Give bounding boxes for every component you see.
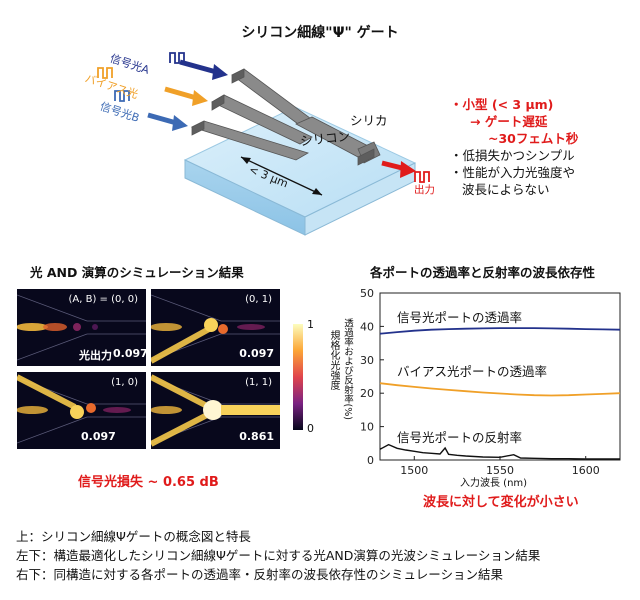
output-label: 出力 <box>414 184 435 196</box>
chart-title: 各ポートの透過率と反射率の波長依存性 <box>370 265 596 280</box>
x-axis-label: 入力波長 (nm) <box>460 478 528 489</box>
sim-panel-11-value: 0.861 <box>239 430 274 443</box>
dimension-arrow-line <box>240 156 323 196</box>
sim-panel-10: (1, 0) 0.097 <box>17 372 146 449</box>
loss-note: 信号光損失 ~ 0.65 dB <box>78 475 219 490</box>
output-arrow-head <box>400 161 416 178</box>
colorbar-min: 0 <box>307 422 314 435</box>
sim-panel-00-value: 0.097 <box>113 347 146 360</box>
silicon-waveguide <box>190 68 381 166</box>
sim-panel-01-label: (0, 1) <box>245 294 272 305</box>
sim-panel-00: (A, B) = (0, 0) 光出力 0.097 <box>17 289 146 366</box>
y-tick-label: 0 <box>367 454 374 467</box>
dimension-arrow-head-left <box>241 157 251 164</box>
colorbar-max: 1 <box>307 318 314 331</box>
y-tick-label: 20 <box>360 387 374 400</box>
wavelength-chart: 0 10 20 30 40 50 1500 1550 1600 <box>360 287 621 477</box>
sim-panel-11: (1, 1) 0.861 <box>151 372 280 449</box>
colorbar <box>293 324 303 430</box>
x-tick-label: 1550 <box>486 464 514 477</box>
y-tick-label: 50 <box>360 287 374 300</box>
feature-loss: ・低損失かつシンプル <box>450 148 575 163</box>
caption-top: 上：シリコン細線Ψゲートの概念図と特長 <box>16 529 251 544</box>
feature-performance: ・性能が入力光強度や <box>450 165 576 180</box>
legend-series-2: 信号光ポートの反射率 <box>397 430 523 445</box>
pulse-icon-a <box>169 52 185 64</box>
caption-block: 上：シリコン細線Ψゲートの概念図と特長 左下：構造最適化したシリコン細線Ψゲート… <box>16 527 540 584</box>
output-pulse-icon <box>414 171 430 183</box>
sim-panel-00-label: (A, B) = (0, 0) <box>68 294 138 305</box>
feature-size: ・小型 (< 3 μm) <box>450 97 554 112</box>
feature-performance-cont: 波長によらない <box>462 182 550 197</box>
sim-panel-11-label: (1, 1) <box>245 377 272 388</box>
x-tick-label: 1500 <box>400 464 428 477</box>
y-tick-label: 10 <box>360 421 374 434</box>
sim-panel-10-label: (1, 0) <box>111 377 138 388</box>
y-tick-label: 30 <box>360 354 374 367</box>
device-illustration <box>97 52 430 236</box>
sim-panel-10-value: 0.097 <box>81 430 116 443</box>
legend-series-0: 信号光ポートの透過率 <box>397 310 523 325</box>
simulation-title: 光 AND 演算のシミュレーション結果 <box>30 265 244 280</box>
sim-panel-01-value: 0.097 <box>239 347 274 360</box>
colorbar-label: 規格化光強度 <box>328 330 339 390</box>
y-axis-label: 透過率および反射率(%) <box>342 318 353 420</box>
y-tick-label: 40 <box>360 320 374 333</box>
chart-series <box>379 327 621 460</box>
pulse-icon-bias <box>97 67 113 79</box>
chart-ticks: 0 10 20 30 40 50 1500 1550 1600 <box>360 287 600 477</box>
caption-bottom-right: 右下：同構造に対する各ポートの透過率・反射率の波長依存性のシミュレーション結果 <box>16 567 504 582</box>
dimension-arrow-head-right <box>312 188 322 195</box>
silica-label: シリカ <box>350 113 388 128</box>
input-arrows <box>147 59 228 131</box>
caption-bottom-left: 左下：構造最適化したシリコン細線Ψゲートに対する光AND演算の光波シミュレーショ… <box>16 548 541 563</box>
series-line-2 <box>379 443 620 460</box>
series-line-0 <box>379 327 621 335</box>
x-tick-label: 1600 <box>572 464 600 477</box>
feature-list: ・小型 (< 3 μm) → ゲート遅延 ~30フェムト秒 ・低損失かつシンプル… <box>450 96 578 198</box>
pulse-icon-b <box>114 90 130 102</box>
figure-title: シリコン細線"Ψ" ゲート <box>241 25 399 41</box>
feature-delay-value: ~30フェムト秒 <box>488 131 579 146</box>
feature-delay: → ゲート遅延 <box>470 114 548 129</box>
chart-note: 波長に対して変化が小さい <box>423 495 579 510</box>
series-line-1 <box>379 382 621 397</box>
sim-panel-01: (0, 1) 0.097 <box>151 289 280 366</box>
legend-series-1: バイアス光ポートの透過率 <box>397 364 548 379</box>
sim-output-caption: 光出力 <box>79 349 112 362</box>
